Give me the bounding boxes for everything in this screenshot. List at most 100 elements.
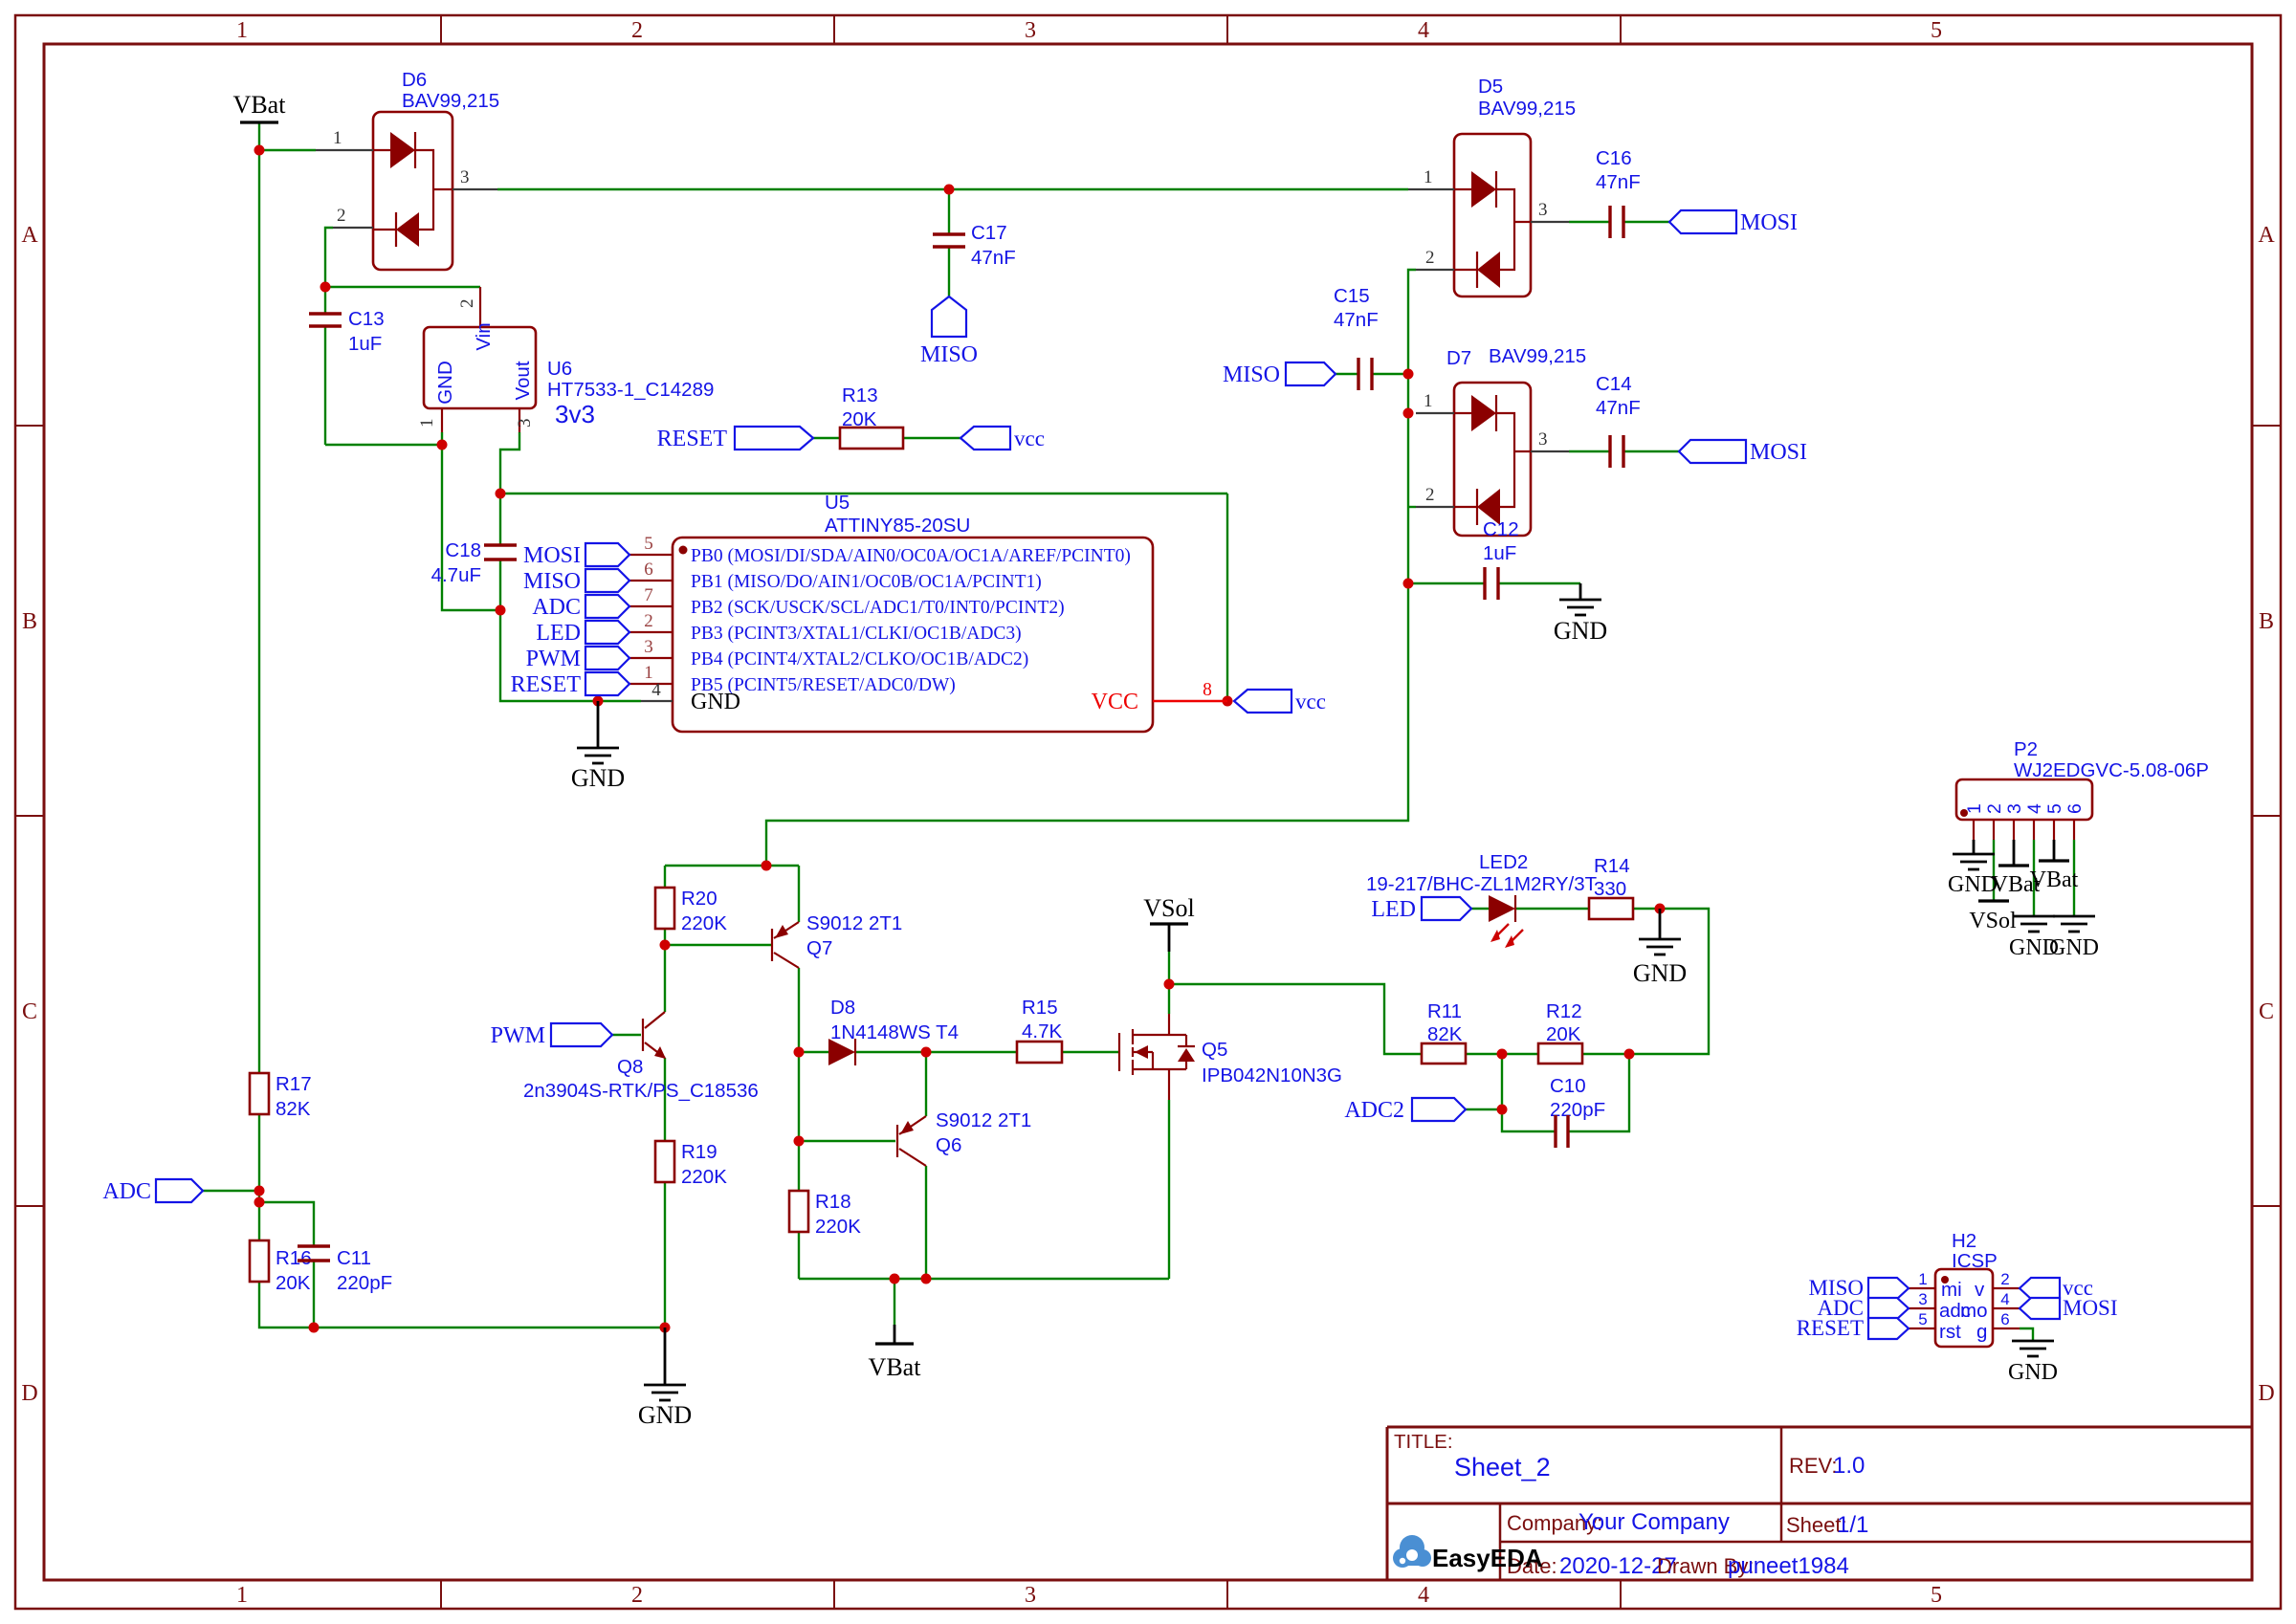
p2-power-nets[interactable]: GND VSol VBat GND VBat GND [1948, 840, 2099, 960]
miso-label[interactable]: MISO [920, 342, 978, 367]
d6-ref[interactable]: D6 [402, 69, 427, 91]
adc-label[interactable]: ADC [1817, 1296, 1864, 1320]
component-d6[interactable]: D6 BAV99,215 1 2 3 [316, 69, 499, 272]
q5-ref[interactable]: Q5 [1202, 1039, 1227, 1061]
component-r11[interactable]: R11 82K [1420, 1000, 1468, 1065]
r11-ref[interactable]: R11 [1427, 1000, 1462, 1022]
component-u5[interactable]: U5 ATTINY85-20SU 5 6 7 2 3 1 4 8 PB0 (MO… [629, 492, 1227, 734]
component-r18[interactable]: R18 220K [787, 1189, 861, 1238]
mosi-label[interactable]: MOSI [2063, 1296, 2118, 1320]
r16-value[interactable]: 20K [276, 1272, 311, 1294]
net-flag-vcc-u5[interactable]: vcc [1232, 688, 1326, 714]
vcc-label[interactable]: vcc [2063, 1276, 2093, 1300]
component-r20[interactable]: R20 220K [653, 886, 727, 934]
c16-value[interactable]: 47nF [1596, 171, 1641, 193]
power-gnd-c12[interactable]: GND [1554, 583, 1607, 645]
r13-ref[interactable]: R13 [842, 384, 878, 406]
component-q7[interactable]: S9012 2T1 Q7 [770, 912, 902, 969]
u6-net-3v3[interactable]: 3v3 [555, 400, 595, 428]
u6-ref[interactable]: U6 [547, 358, 572, 380]
r17-ref[interactable]: R17 [276, 1073, 312, 1095]
net-flag-pwm[interactable]: PWM [491, 1021, 614, 1048]
net-flag-led[interactable]: LED [1371, 895, 1473, 922]
u5-value[interactable]: ATTINY85-20SU [825, 515, 970, 537]
c11-value[interactable]: 220pF [337, 1272, 392, 1294]
q6-value[interactable]: S9012 2T1 [936, 1109, 1031, 1131]
r14-value[interactable]: 330 [1594, 878, 1626, 900]
net-flag-vcc-r13[interactable]: vcc [959, 425, 1045, 451]
q5-value[interactable]: IPB042N10N3G [1202, 1064, 1342, 1086]
power-vbat-top[interactable]: VBat [233, 91, 287, 124]
c17-ref[interactable]: C17 [971, 222, 1007, 244]
gnd-label[interactable]: GND [638, 1401, 692, 1429]
u5-ref[interactable]: U5 [825, 492, 850, 514]
mosi-label[interactable]: MOSI [1740, 210, 1798, 235]
vcc-label[interactable]: vcc [1295, 690, 1326, 713]
component-c13[interactable]: C13 1uF [309, 308, 385, 355]
component-r17[interactable]: R17 82K [248, 1071, 312, 1120]
r19-ref[interactable]: R19 [681, 1141, 718, 1163]
adc2-label[interactable]: ADC2 [1344, 1098, 1404, 1123]
vsol-label[interactable]: VSol [1143, 894, 1194, 922]
reset-label[interactable]: RESET [657, 427, 728, 451]
q7-ref[interactable]: Q7 [806, 937, 832, 959]
d5-ref[interactable]: D5 [1478, 76, 1503, 98]
d7-ref[interactable]: D7 [1446, 347, 1471, 369]
q8-ref[interactable]: Q8 [617, 1056, 643, 1078]
component-p2[interactable]: P2 WJ2EDGVC-5.08-06P 1 2 3 4 5 6 [1954, 738, 2209, 840]
c10-value[interactable]: 220pF [1550, 1099, 1605, 1121]
c10-ref[interactable]: C10 [1550, 1075, 1586, 1097]
component-c10[interactable]: C10 220pF [1550, 1075, 1605, 1148]
c12-ref[interactable]: C12 [1483, 518, 1519, 540]
net-flag-mosi-mid[interactable]: MOSI [1677, 438, 1807, 465]
c18-value[interactable]: 4.7uF [431, 564, 481, 586]
r12-ref[interactable]: R12 [1546, 1000, 1582, 1022]
miso-label[interactable]: MISO [1808, 1276, 1864, 1300]
q7-value[interactable]: S9012 2T1 [806, 912, 902, 934]
led-label[interactable]: LED [536, 621, 581, 646]
d5-value[interactable]: BAV99,215 [1478, 98, 1576, 120]
adc-label[interactable]: ADC [102, 1179, 151, 1204]
component-c16[interactable]: C16 47nF [1596, 147, 1641, 238]
r15-value[interactable]: 4.7K [1022, 1020, 1062, 1042]
h2-ref[interactable]: H2 [1952, 1230, 1976, 1252]
r19-value[interactable]: 220K [681, 1166, 727, 1188]
gnd-label[interactable]: GND [2008, 1360, 2058, 1385]
q8-value[interactable]: 2n3904S-RTK/PS_C18536 [523, 1080, 759, 1102]
r15-ref[interactable]: R15 [1022, 997, 1058, 1019]
net-flag-miso-left[interactable]: MISO [1223, 361, 1337, 387]
component-d7[interactable]: D7 BAV99,215 1 2 3 [1416, 345, 1586, 538]
gnd-label[interactable]: GND [1633, 959, 1687, 987]
component-u6[interactable]: 2 1 3 GND Vin Vout U6 HT7533-1_C14289 3v… [417, 287, 714, 432]
d8-value[interactable]: 1N4148WS T4 [830, 1021, 959, 1043]
adc-label[interactable]: ADC [532, 595, 581, 620]
gnd-label[interactable]: GND [1948, 872, 1998, 897]
r18-value[interactable]: 220K [815, 1216, 861, 1238]
vbat-label[interactable]: VBat [869, 1353, 922, 1381]
component-d5[interactable]: D5 BAV99,215 1 2 3 [1408, 76, 1576, 298]
sheet-title[interactable]: Sheet_2 [1454, 1453, 1551, 1481]
component-c12[interactable]: C12 1uF [1483, 518, 1519, 600]
led-label[interactable]: LED [1371, 897, 1416, 922]
power-vsol[interactable]: VSol [1143, 894, 1195, 952]
rev-value[interactable]: 1.0 [1833, 1453, 1865, 1479]
component-r16[interactable]: R16 20K [248, 1239, 312, 1294]
component-r12[interactable]: R12 20K [1536, 1000, 1584, 1065]
mosi-label[interactable]: MOSI [523, 543, 581, 568]
mosi-label[interactable]: MOSI [1750, 440, 1807, 465]
led2-ref[interactable]: LED2 [1479, 851, 1528, 873]
c13-value[interactable]: 1uF [348, 333, 382, 355]
q6-ref[interactable]: Q6 [936, 1134, 961, 1156]
r11-value[interactable]: 82K [1427, 1023, 1463, 1045]
h2-value[interactable]: ICSP [1952, 1250, 1998, 1272]
c13-ref[interactable]: C13 [348, 308, 385, 330]
vbat-label[interactable]: VBat [1992, 872, 2041, 897]
net-flag-adc2[interactable]: ADC2 [1344, 1096, 1468, 1123]
led2-value[interactable]: 19-217/BHC-ZL1M2RY/3T [1366, 873, 1598, 895]
d7-value[interactable]: BAV99,215 [1489, 345, 1586, 367]
pwm-label[interactable]: PWM [526, 647, 581, 671]
power-gnd-u5[interactable]: GND [571, 701, 625, 792]
gnd-label[interactable]: GND [2009, 935, 2059, 960]
net-flag-miso-up[interactable]: MISO [920, 295, 978, 367]
vsol-label[interactable]: VSol [1969, 909, 2017, 933]
